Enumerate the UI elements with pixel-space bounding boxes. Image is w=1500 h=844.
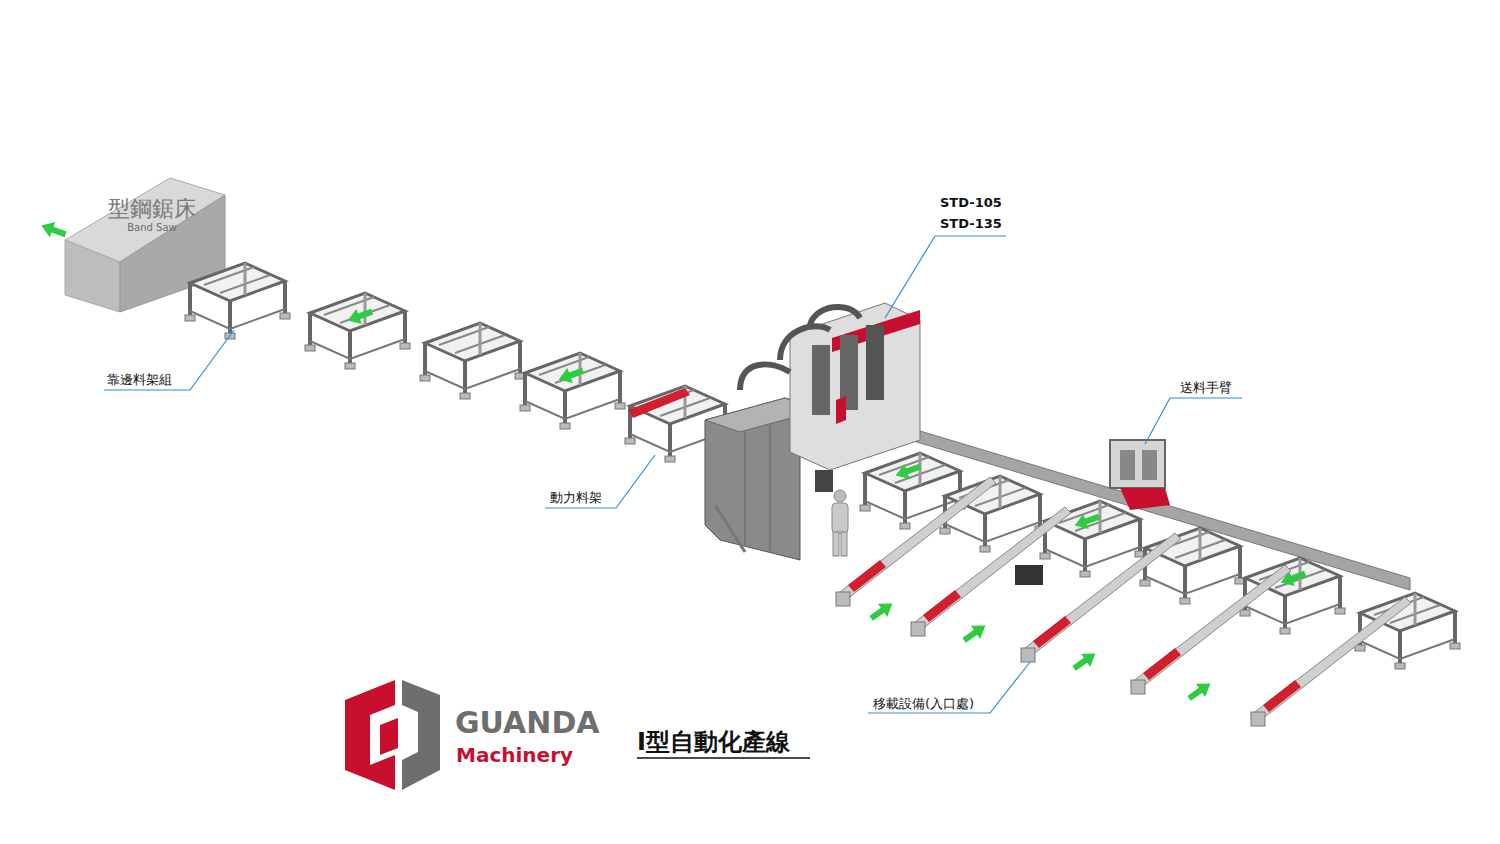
illustration-part: [836, 592, 850, 606]
illustration-part: [923, 590, 961, 622]
label: 靠邊料架組: [107, 372, 172, 388]
illustration-part: [1135, 565, 1291, 688]
illustration-part: [810, 307, 860, 325]
illustration-part: [1072, 509, 1102, 533]
illustration-part: [1185, 677, 1215, 705]
illustration-part: [833, 532, 839, 556]
illustration-part: [848, 560, 886, 592]
drilling-machine: [705, 303, 920, 560]
band-saw-block: [65, 178, 225, 312]
illustration-part: [345, 304, 375, 328]
illustration-part: [1255, 597, 1411, 720]
illustration-part: [1263, 680, 1301, 712]
illustration-part: [832, 503, 848, 533]
illustration-part: [545, 455, 655, 508]
illustration-part: [1131, 680, 1145, 694]
illustration-part: [1033, 616, 1071, 648]
illustration-part: [1025, 533, 1181, 656]
illustration-part: [520, 353, 625, 429]
illustration-part: [1120, 488, 1170, 510]
illustration-part: [915, 507, 1071, 630]
illustration-part: [380, 718, 398, 755]
illustration-part: [1145, 398, 1242, 444]
illustration-part: [745, 432, 746, 545]
illustration-part: [780, 326, 830, 360]
brand-subtitle: Machinery: [456, 743, 573, 767]
illustration-part: [836, 396, 846, 424]
illustration-part: [770, 425, 771, 552]
illustration-part: [420, 323, 525, 399]
illustration-part: [866, 325, 884, 400]
illustration-part: [868, 662, 1030, 713]
illustration-part: [1021, 648, 1035, 662]
illustration-part: [1143, 648, 1181, 680]
illustration-part: [867, 597, 897, 625]
diagram-title: I型自動化產線: [637, 728, 790, 756]
machine-name: 型鋼鋸床: [88, 196, 216, 222]
illustration-part: [104, 330, 234, 390]
illustration-part: [305, 293, 410, 369]
feed-rail: [900, 425, 1410, 590]
illustration-part: [893, 459, 923, 483]
illustration-part: [556, 363, 586, 387]
illustration-part: [841, 532, 847, 556]
feeding-arm: [1110, 440, 1170, 510]
model-number: STD-135: [940, 216, 1002, 232]
illustration-part: [65, 240, 120, 312]
illustration-part: [715, 505, 745, 552]
illustration-part: [1040, 501, 1145, 577]
label: 動力料架: [550, 490, 602, 506]
illustration-part: [1142, 450, 1157, 480]
label: 送料手臂: [1180, 380, 1232, 396]
illustration-part: [1070, 647, 1100, 675]
illustration-part: [1120, 450, 1135, 480]
machine-subtitle: Band Saw: [88, 222, 216, 234]
illustration-part: [834, 490, 846, 502]
operator-figure: [832, 490, 848, 556]
illustration-part: [185, 263, 290, 339]
illustration-part: [39, 218, 69, 242]
title-underline: [637, 757, 810, 759]
illustration-part: [815, 470, 833, 492]
brand-name: GUANDA: [455, 706, 600, 740]
illustration-part: [402, 680, 440, 790]
model-number: STD-105: [940, 195, 1002, 211]
illustration-part: [1251, 712, 1265, 726]
label: 移載設備(入口處): [873, 696, 974, 712]
illustration-part: [911, 622, 925, 636]
illustration-part: [960, 619, 990, 647]
illustration-part: [885, 236, 935, 318]
illustration-part: [1110, 440, 1165, 488]
illustration-part: [740, 365, 790, 390]
illustration-part: [935, 235, 1006, 236]
illustration-part: [1140, 528, 1245, 604]
power-rack-bar: [628, 388, 690, 418]
guanda-logo: [345, 680, 440, 790]
leader-lines: [104, 236, 1242, 713]
illustration-part: [812, 345, 830, 415]
machine-block: 型鋼鋸床Band Saw: [88, 196, 216, 234]
transfer-beams: [836, 477, 1411, 726]
illustration-part: [1015, 565, 1043, 585]
